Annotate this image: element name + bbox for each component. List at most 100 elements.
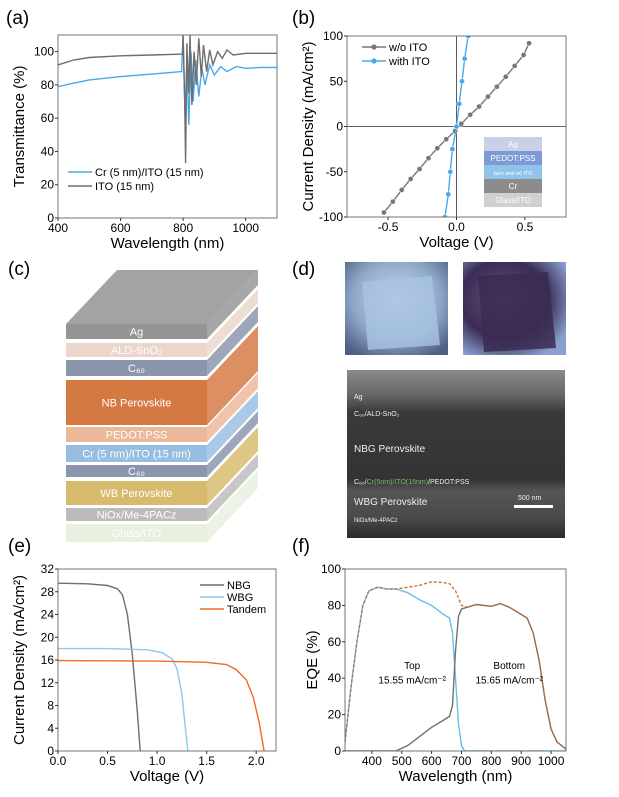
inset-layer [484, 151, 542, 165]
y-tick-label: -50 [326, 165, 344, 179]
layer-side-face [207, 289, 258, 357]
sem-label-interlayer: C₆₀/Cr(5nm)/ITO(15nm)/PEDOT:PSS [354, 479, 470, 486]
x-tick-label: 500 [392, 754, 412, 768]
data-point [407, 176, 414, 182]
plot-frame [57, 34, 278, 219]
data-point [449, 146, 456, 152]
series-line-sum [345, 581, 566, 750]
legend-label: Cr (5 nm)/ITO (15 nm) [95, 167, 204, 179]
layer-side-face [207, 391, 258, 462]
layer-front-face [66, 524, 207, 542]
layer-side-face [207, 306, 258, 376]
y-tick-label: 100 [321, 562, 341, 576]
data-point [458, 120, 465, 127]
data-point [445, 191, 452, 198]
layer-label: Ag [130, 327, 143, 339]
layer-front-face [66, 343, 207, 357]
x-tick-label: 0.5 [517, 220, 534, 234]
data-point [447, 168, 454, 175]
y-tick-label: 12 [41, 676, 55, 690]
layer-label: NiOx/Me-4PACz [97, 510, 177, 522]
inset-layer-label: PEDOT:PSS [491, 154, 536, 163]
y-tick-label: -100 [319, 210, 343, 224]
inset-layer-label: Cr [509, 182, 518, 191]
layer-label: C₆₀ [128, 363, 145, 375]
inset-layer [484, 193, 542, 207]
layer-front-face [66, 427, 207, 442]
inset-layer [484, 179, 542, 193]
inset-layer-label: (w/o and w) ITO [493, 171, 533, 177]
data-point [494, 83, 500, 90]
sem-label-ag: Ag [354, 394, 363, 401]
x-tick-label: 600 [422, 754, 442, 768]
layer-label: WB Perovskite [100, 488, 172, 500]
layer-front-face [66, 481, 207, 505]
y-tick-label: 24 [41, 608, 55, 622]
data-point [485, 93, 491, 100]
y-tick-label: 28 [41, 585, 55, 599]
scale-bar [514, 505, 553, 508]
layer-side-face [207, 270, 258, 339]
data-point [459, 78, 465, 85]
sem-label-wbg: WBG Perovskite [354, 497, 428, 508]
photo-device-square [362, 276, 440, 350]
series-line-ito-15-nm- [58, 35, 277, 164]
x-tick-label: -0.5 [378, 220, 399, 234]
layer-side-face [207, 454, 258, 521]
sem-label-c60-sno2: C₆₀/ALD-SnO₂ [354, 411, 400, 418]
panel-label-a: (a) [6, 8, 29, 29]
inset-layer [484, 165, 542, 179]
y-tick-label: 40 [41, 144, 55, 158]
data-point [476, 103, 482, 110]
stack-top-face [66, 270, 258, 324]
layer-side-face [207, 411, 258, 477]
x-tick-label: 400 [48, 221, 68, 235]
panel-label-b: (b) [292, 8, 315, 29]
plot-frame [344, 568, 567, 752]
series-line-cr-5-nm-ito-15-nm- [58, 35, 277, 125]
x-tick-label: 800 [173, 221, 193, 235]
x-tick-label: 600 [111, 221, 131, 235]
legend-marker [371, 58, 377, 64]
device-stack-diagram: Glass/ITO NiOx/Me-4PACz WB Perovskite C₆₀ Cr… [66, 270, 258, 542]
x-axis-label: Wavelength (nm) [399, 768, 513, 785]
data-point [381, 209, 387, 216]
series-line-nbg [58, 582, 141, 751]
data-point [453, 123, 460, 130]
y-tick-label: 8 [47, 699, 54, 713]
layer-label: C₆₀ [128, 466, 145, 478]
layer-label: Glass/ITO [112, 528, 162, 540]
data-point [520, 52, 527, 58]
y-tick-label: 0 [47, 211, 54, 225]
layer-label: Cr (5 nm)/ITO (15 nm) [82, 449, 191, 461]
layer-front-face [66, 360, 207, 376]
x-tick-label: 0.0 [50, 754, 67, 768]
data-point [461, 55, 468, 62]
annotation: 15.65 mA/cm⁻² [475, 676, 543, 687]
x-tick-label: 900 [511, 754, 531, 768]
y-axis-label: EQE (%) [304, 630, 321, 689]
y-tick-label: 80 [41, 78, 55, 92]
data-point [467, 111, 474, 118]
y-tick-label: 32 [41, 562, 55, 576]
series-line-top [345, 586, 566, 751]
legend-label: WBG [227, 592, 253, 604]
layer-side-face [207, 470, 258, 542]
y-tick-label: 60 [328, 635, 342, 649]
y-tick-label: 40 [328, 671, 342, 685]
layer-label: PEDOT:PSS [106, 430, 168, 442]
y-tick-label: 0 [47, 744, 54, 758]
x-tick-label: 1000 [232, 221, 259, 235]
data-point [416, 166, 423, 172]
series-line-tandem [58, 659, 265, 751]
layer-side-face [207, 326, 258, 425]
y-tick-label: 4 [47, 721, 54, 735]
x-axis-label: Voltage (V) [130, 768, 204, 785]
layer-side-face [207, 373, 258, 442]
legend-label: with ITO [388, 56, 430, 68]
y-tick-label: 0 [334, 744, 341, 758]
